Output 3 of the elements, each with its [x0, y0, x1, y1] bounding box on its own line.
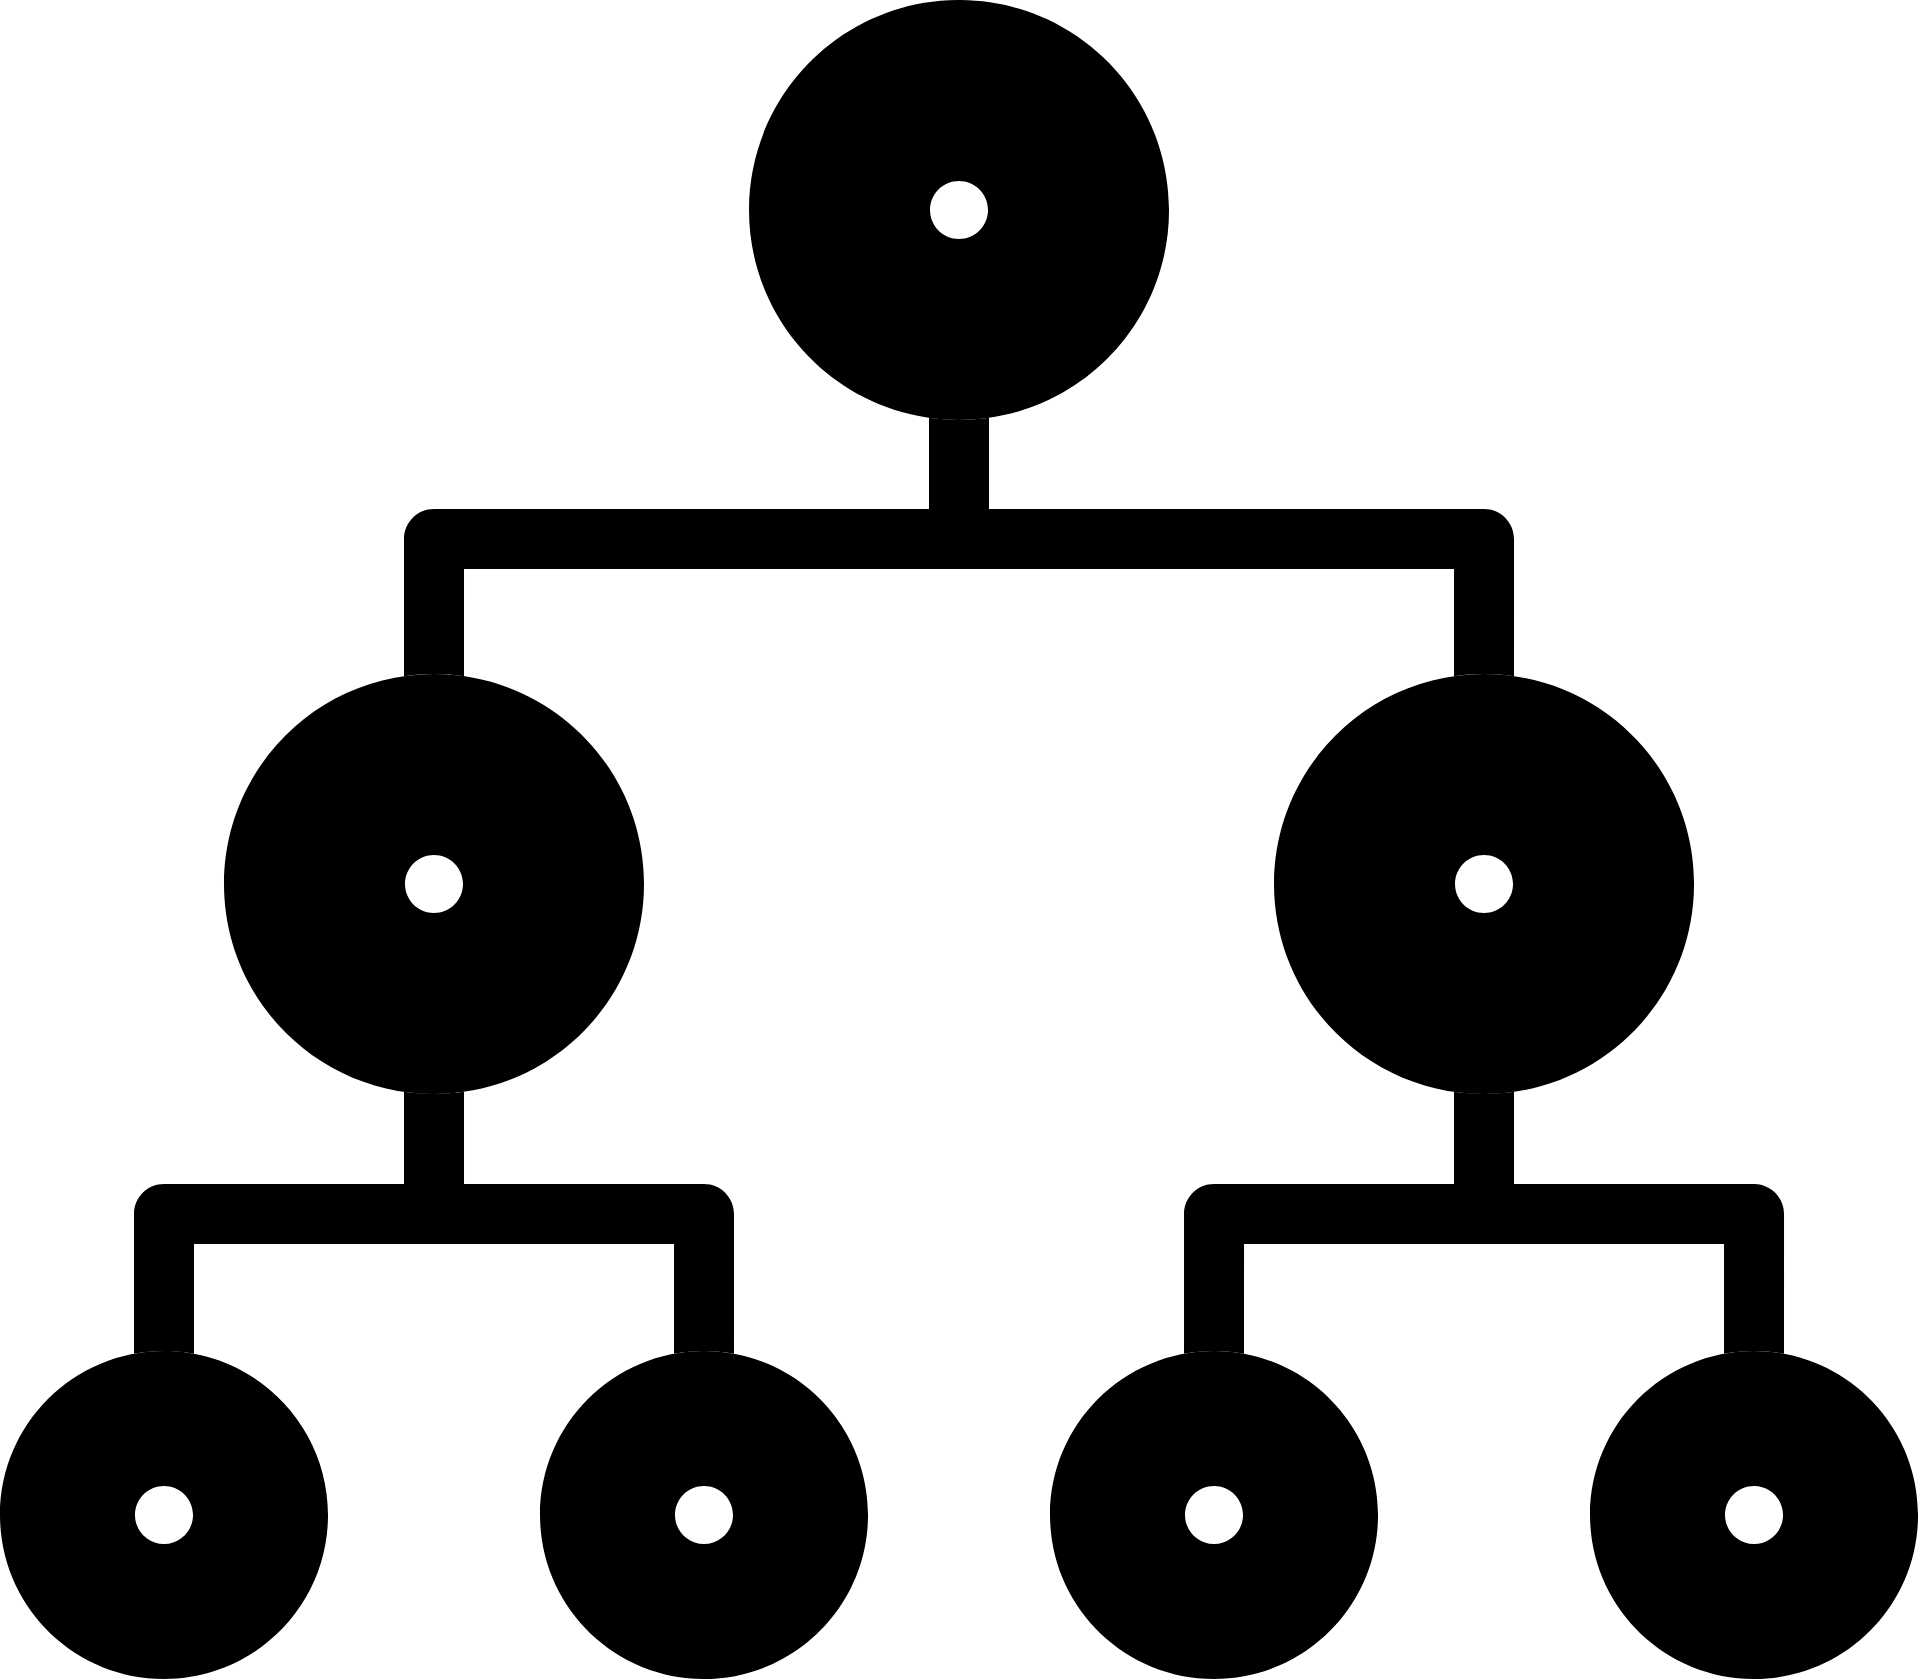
- connector-line: [134, 1091, 734, 1354]
- connector-line: [1184, 1091, 1785, 1354]
- connector-line: [404, 417, 1514, 677]
